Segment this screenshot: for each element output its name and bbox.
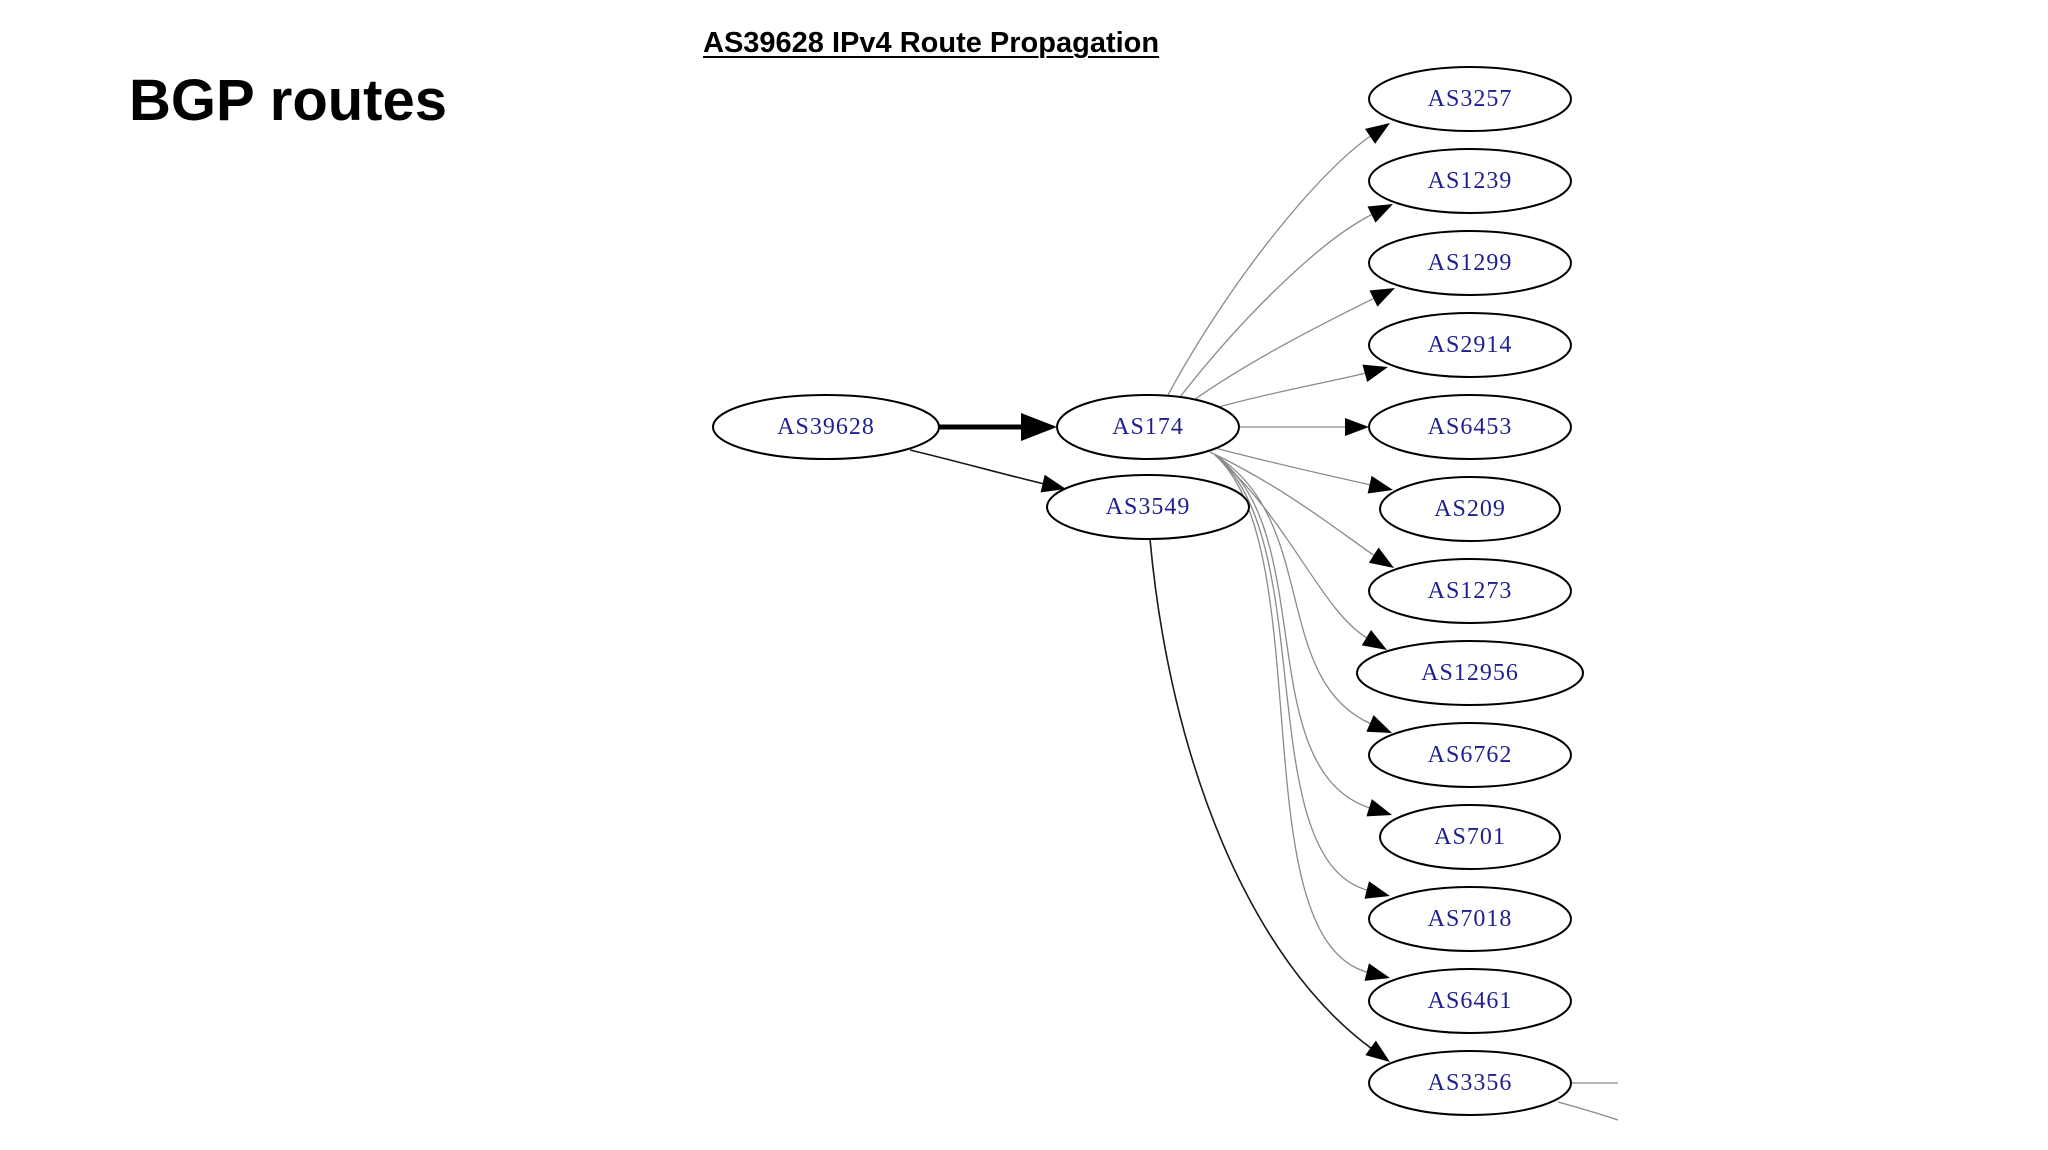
node-label: AS7018: [1428, 906, 1513, 932]
node-label: AS2914: [1428, 332, 1513, 358]
edge-arrowhead: [1368, 547, 1394, 568]
edge-AS174-AS7018: [1214, 454, 1390, 899]
node-ellipse: [1368, 968, 1572, 1034]
edge-AS174-AS1273: [1209, 451, 1394, 568]
edge-arrowhead: [1365, 123, 1390, 144]
node-label: AS12956: [1421, 660, 1519, 686]
edge-arrowhead: [1366, 799, 1392, 817]
edge-AS174-AS3257: [1167, 123, 1390, 396]
node-AS209: AS209: [1379, 476, 1561, 542]
edge-AS3549-AS3356: [1149, 538, 1390, 1062]
node-label: AS174: [1112, 414, 1184, 440]
edge-line: [909, 449, 1045, 485]
node-label: AS1239: [1428, 168, 1513, 194]
node-label: AS3356: [1428, 1070, 1513, 1096]
edge-AS174-AS6453: [1239, 418, 1369, 436]
edge-line: [1149, 538, 1373, 1050]
node-AS701: AS701: [1379, 804, 1561, 870]
edge-stub: [1557, 1101, 1619, 1121]
node-label: AS3257: [1428, 86, 1513, 112]
node-AS1273: AS1273: [1368, 558, 1572, 624]
edge-arrowhead: [1367, 204, 1393, 223]
edge-line: [1214, 454, 1369, 974]
node-ellipse: [1368, 66, 1572, 132]
edge-arrowhead: [1362, 364, 1388, 382]
node-label: AS39628: [777, 414, 875, 440]
node-AS3549: AS3549: [1046, 474, 1250, 540]
node-ellipse: [1368, 312, 1572, 378]
node-label: AS701: [1434, 824, 1506, 850]
node-ellipse: [1056, 394, 1240, 460]
node-ellipse: [712, 394, 940, 460]
node-AS2914: AS2914: [1368, 312, 1572, 378]
node-ellipse: [1368, 230, 1572, 296]
node-AS1239: AS1239: [1368, 148, 1572, 214]
node-label: AS6461: [1428, 988, 1513, 1014]
node-ellipse: [1368, 558, 1572, 624]
node-label: AS6453: [1428, 414, 1513, 440]
node-ellipse: [1368, 722, 1572, 788]
edge-arrowhead: [1365, 1040, 1390, 1062]
edge-line: [1209, 451, 1376, 557]
edge-arrowhead: [1345, 418, 1369, 436]
node-ellipse: [1379, 476, 1561, 542]
edge-line: [1214, 454, 1369, 640]
edge-AS174-AS1239: [1179, 204, 1393, 398]
edge-arrowhead: [1369, 288, 1395, 307]
edge-line: [1214, 454, 1369, 892]
diagram-title: AS39628 IPv4 Route Propagation: [703, 27, 1160, 59]
node-ellipse: [1368, 394, 1572, 460]
node-AS6461: AS6461: [1368, 968, 1572, 1034]
edge-AS174-AS2914: [1214, 364, 1388, 409]
edge-AS174-AS6461: [1214, 454, 1390, 981]
edges-layer: [909, 123, 1619, 1121]
node-ellipse: [1356, 640, 1584, 706]
node-AS3356: AS3356: [1368, 1050, 1572, 1116]
node-AS7018: AS7018: [1368, 886, 1572, 952]
node-ellipse: [1368, 1050, 1572, 1116]
edge-AS174-AS1299: [1193, 288, 1395, 401]
node-ellipse: [1368, 148, 1572, 214]
edge-line: [1214, 454, 1373, 725]
edge-AS174-AS701: [1214, 454, 1392, 817]
edge-line: [1214, 372, 1367, 409]
node-ellipse: [1368, 886, 1572, 952]
edge-AS174-AS12956: [1214, 454, 1387, 650]
edge-line: [1167, 134, 1373, 396]
node-AS6453: AS6453: [1368, 394, 1572, 460]
edge-AS174-AS6762: [1214, 454, 1392, 733]
edge-arrowhead: [1021, 413, 1057, 441]
node-AS1299: AS1299: [1368, 230, 1572, 296]
edge-line: [1214, 447, 1372, 486]
edge-line: [1193, 297, 1376, 401]
node-AS6762: AS6762: [1368, 722, 1572, 788]
edge-arrowhead: [1367, 475, 1393, 494]
edge-arrowhead: [1361, 629, 1387, 650]
node-label: AS209: [1434, 496, 1506, 522]
edge-arrowhead: [1366, 715, 1392, 733]
edge-line: [1179, 213, 1374, 398]
node-AS39628: AS39628: [712, 394, 940, 460]
edge-AS174-AS209: [1214, 447, 1393, 494]
slide-title: BGP routes: [129, 68, 448, 133]
node-label: AS1273: [1428, 578, 1513, 604]
node-ellipse: [1046, 474, 1250, 540]
node-AS174: AS174: [1056, 394, 1240, 460]
node-label: AS1299: [1428, 250, 1513, 276]
edge-line: [1214, 454, 1372, 809]
node-AS3257: AS3257: [1368, 66, 1572, 132]
node-ellipse: [1379, 804, 1561, 870]
edge-AS39628-AS174: [939, 413, 1057, 441]
node-label: AS3549: [1106, 494, 1191, 520]
edge-arrowhead: [1364, 881, 1390, 899]
node-label: AS6762: [1428, 742, 1513, 768]
node-AS12956: AS12956: [1356, 640, 1584, 706]
edge-arrowhead: [1040, 474, 1066, 493]
edge-arrowhead: [1364, 963, 1390, 981]
edge-AS39628-AS3549: [909, 449, 1066, 493]
